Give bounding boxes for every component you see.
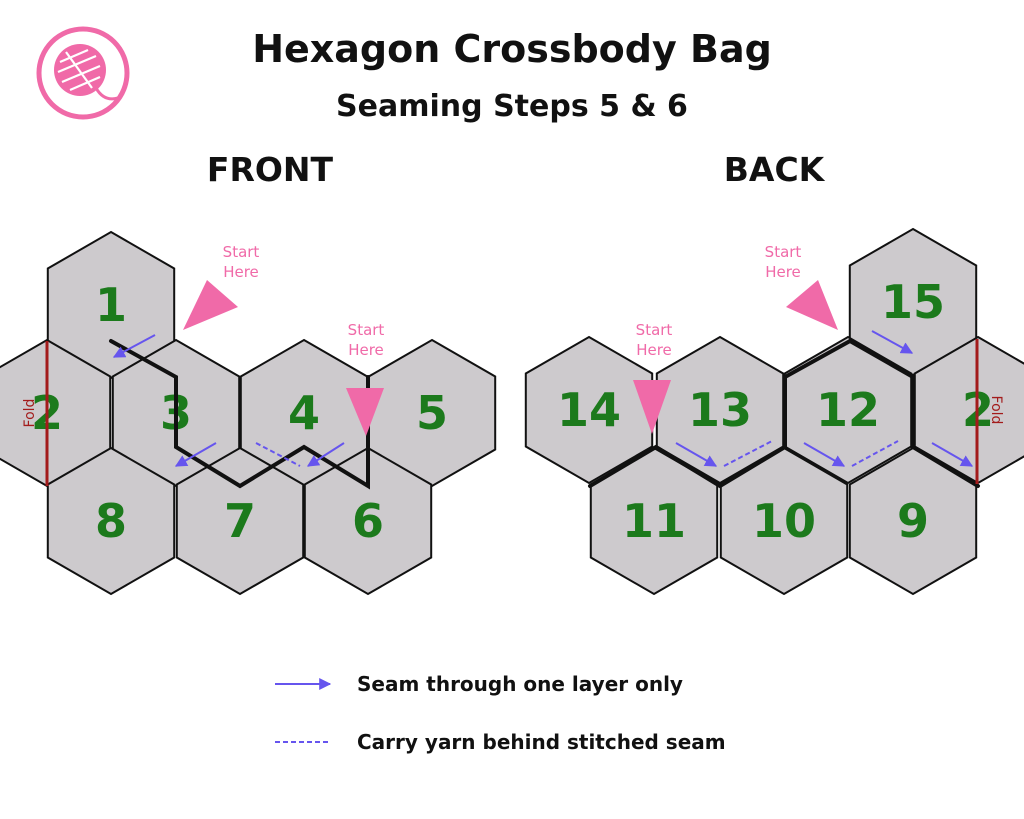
start-label-bottom: Here [765, 263, 801, 281]
hexagon-number: 7 [224, 494, 256, 548]
seam-arrow-icon [174, 442, 217, 467]
front-panel-label: FRONT [207, 150, 334, 189]
back-start-marker-1: Start Here [765, 243, 838, 330]
triangle-pointer-icon [346, 388, 384, 436]
back-seam-arrows [675, 330, 974, 467]
triangle-pointer-icon [786, 280, 838, 330]
back-hexagon-13: 13 [655, 335, 785, 485]
stitched-seams [109, 339, 980, 490]
hexagon-number: 8 [95, 494, 127, 548]
triangle-pointer-icon [183, 280, 238, 330]
front-hexagon-6: 6 [303, 446, 433, 596]
start-label-bottom: Here [348, 341, 384, 359]
hexagon-number: 14 [557, 383, 621, 437]
hexagon-number: 11 [622, 494, 686, 548]
hexagon-shape [175, 446, 305, 596]
front-hexagon-5: 5 [367, 338, 497, 488]
hexagon-number: 4 [288, 386, 320, 440]
hexagon-shape [783, 335, 913, 485]
hexagon-number: 13 [688, 383, 752, 437]
dashed-line-icon [255, 442, 301, 467]
back-fold-label: Fold [988, 396, 1004, 425]
legend-dashed-label: Carry yarn behind stitched seam [357, 730, 726, 754]
start-label-top: Start [765, 243, 802, 261]
triangle-pointer-icon [633, 380, 671, 434]
hexagon-shape [655, 335, 785, 485]
seam-arrow-icon [306, 442, 345, 467]
back-panel-label: BACK [724, 150, 826, 189]
hexagon-number: 5 [416, 386, 448, 440]
seam-arrow-icon [871, 330, 914, 354]
hexagon-number: 12 [816, 383, 880, 437]
back-hexagon-14: 14 [524, 335, 654, 485]
hexagon-number: 15 [881, 275, 945, 329]
start-label-top: Start [223, 243, 260, 261]
seam-arrow-icon [931, 442, 974, 467]
dashed-line-icon [723, 440, 773, 467]
hexagon-number: 9 [897, 494, 929, 548]
legend: Seam through one layer only Carry yarn b… [275, 672, 726, 754]
page-subtitle: Seaming Steps 5 & 6 [336, 89, 688, 124]
front-start-marker-1: Start Here [183, 243, 259, 330]
front-start-marker-2: Start Here [346, 321, 384, 436]
front-fold-label: Fold [22, 399, 38, 428]
seam-arrow-icon [675, 442, 718, 467]
start-label-top: Start [348, 321, 385, 339]
back-hexagon-layout: 15141312211109 [524, 227, 1024, 596]
legend-arrow-label: Seam through one layer only [357, 672, 683, 696]
seam-arrow-icon [803, 442, 846, 467]
hexagon-number: 6 [352, 494, 384, 548]
start-label-bottom: Here [223, 263, 259, 281]
back-hexagon-9: 9 [848, 446, 978, 596]
start-label-top: Start [636, 321, 673, 339]
hexagon-shape [524, 335, 654, 485]
front-seam-arrows [112, 334, 345, 467]
hexagon-number: 10 [752, 494, 816, 548]
front-hexagon-7: 7 [175, 446, 305, 596]
yarn-ball-icon [36, 26, 130, 120]
page-title: Hexagon Crossbody Bag [252, 27, 772, 71]
seam-arrow-icon [112, 334, 156, 358]
back-start-marker-2: Start Here [633, 321, 672, 434]
start-label-bottom: Here [636, 341, 672, 359]
hexagon-shape [303, 446, 433, 596]
back-hexagon-12: 12 [783, 335, 913, 485]
dashed-line-icon [851, 440, 899, 467]
hexagon-number: 1 [95, 278, 127, 332]
back-hexagon-15: 15 [848, 227, 978, 377]
